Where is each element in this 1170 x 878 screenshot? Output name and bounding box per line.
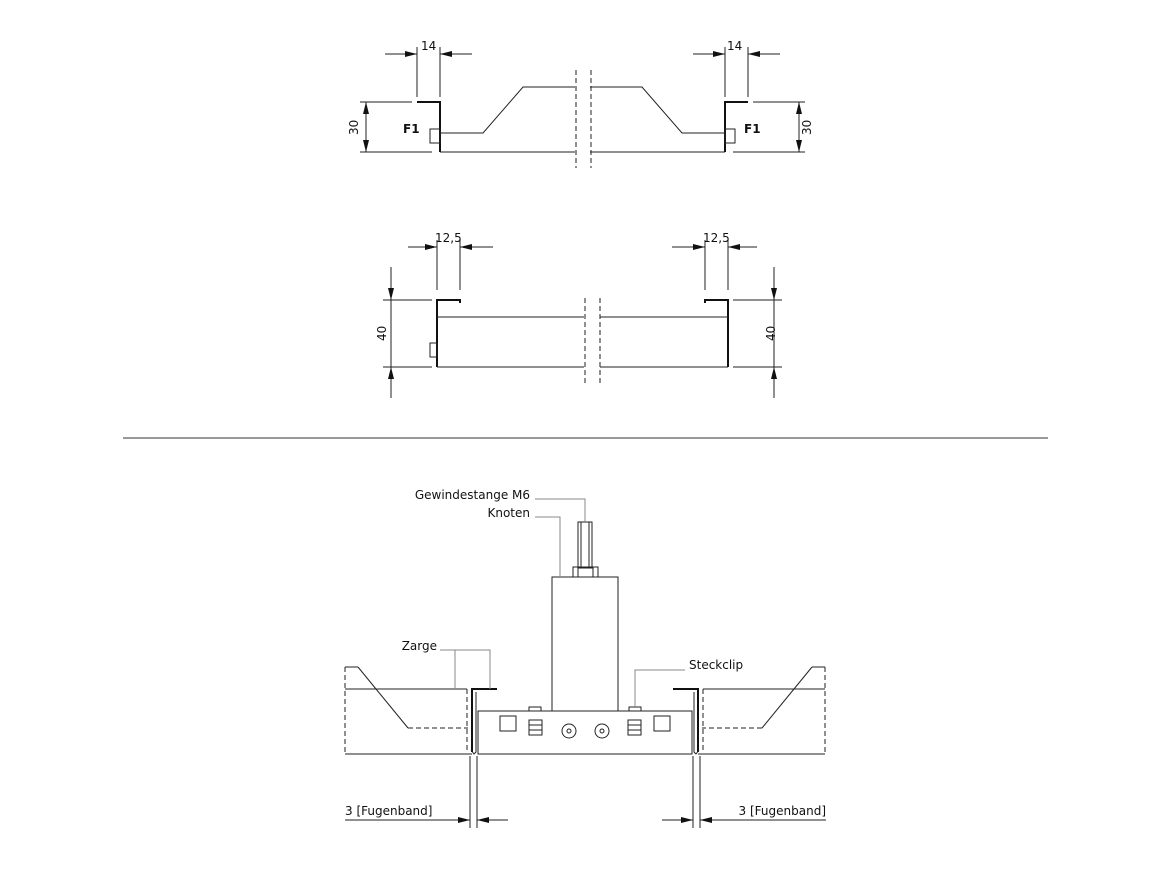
dim-height-left: 30 xyxy=(347,120,361,135)
label-threaded-rod: Gewindestange M6 xyxy=(415,488,530,502)
frame-leader xyxy=(440,649,491,689)
dim-width-right: 12,5 xyxy=(703,231,730,245)
section-40-profile: 12,5 12,5 40 40 xyxy=(375,231,782,398)
section-f1-right-geometry xyxy=(590,47,805,153)
dim-width-left: 12,5 xyxy=(435,231,462,245)
panel-right xyxy=(673,666,826,755)
joint-dim-right xyxy=(662,756,826,828)
clip-leader xyxy=(634,669,685,707)
connector-body xyxy=(477,706,693,755)
section-f1-profile: 14 14 30 30 F1 F1 xyxy=(347,39,814,168)
section-f1-left-geometry xyxy=(360,47,575,153)
joint-dim-left xyxy=(345,756,508,828)
rod-leader xyxy=(535,498,586,523)
label-f1-right: F1 xyxy=(744,122,761,136)
dim-height-right: 30 xyxy=(800,120,814,135)
dim-height-left: 40 xyxy=(375,326,389,341)
dim-width-right: 14 xyxy=(727,39,742,53)
section-40-left-geometry xyxy=(383,240,584,398)
dim-width-left: 14 xyxy=(421,39,436,53)
node-block xyxy=(551,576,619,712)
dim-height-right: 40 xyxy=(764,326,778,341)
label-f1-left: F1 xyxy=(403,122,420,136)
panel-left xyxy=(344,666,497,755)
node-leader xyxy=(535,516,561,577)
label-clip: Steckclip xyxy=(689,658,743,672)
label-node: Knoten xyxy=(487,506,530,520)
label-joint-right: 3 [Fugenband] xyxy=(739,804,826,818)
label-joint-left: 3 [Fugenband] xyxy=(345,804,432,818)
threaded-rod xyxy=(572,521,599,578)
label-frame: Zarge xyxy=(402,639,437,653)
section-40-right-geometry xyxy=(600,240,782,398)
assembly-drawing: Gewindestange M6 Knoten Zarge Steckclip … xyxy=(344,488,826,828)
